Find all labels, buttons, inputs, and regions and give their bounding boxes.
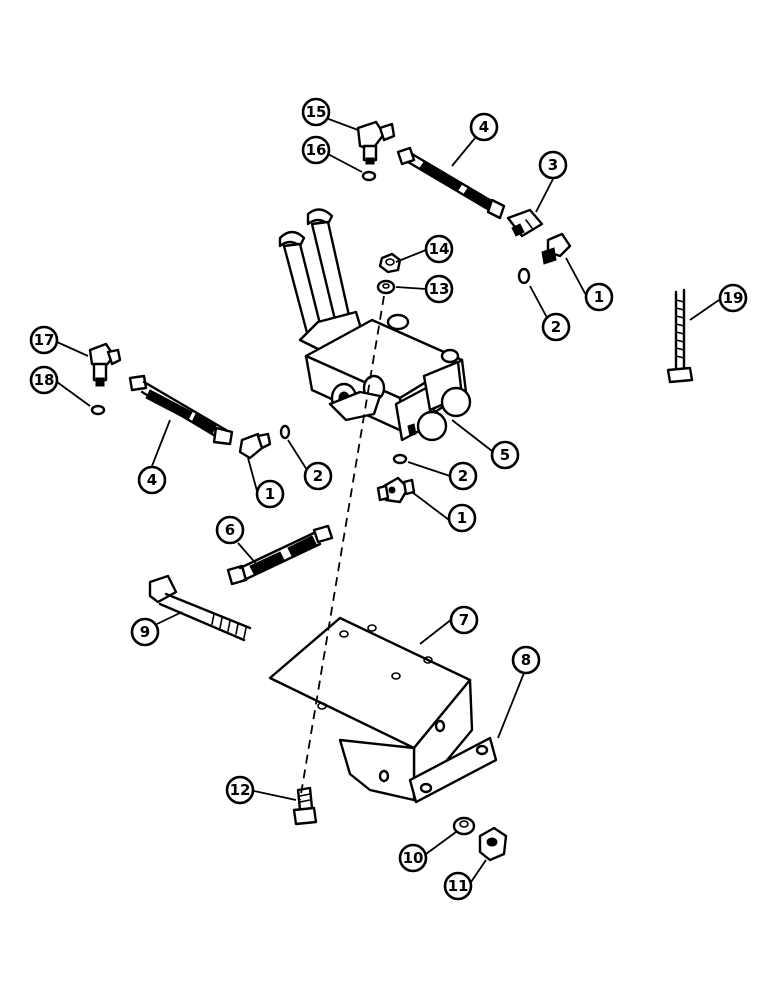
callout-5: 5 bbox=[490, 440, 520, 470]
callout-19: 19 bbox=[718, 283, 748, 313]
svg-text:14: 14 bbox=[429, 240, 450, 258]
callout-1: 1 bbox=[255, 479, 285, 509]
fitting-1-lower bbox=[376, 476, 416, 504]
svg-text:9: 9 bbox=[140, 623, 150, 641]
coupler-3 bbox=[506, 208, 544, 238]
svg-text:2: 2 bbox=[458, 467, 468, 485]
callout-6: 6 bbox=[215, 515, 245, 545]
cap-screw-12 bbox=[292, 786, 318, 826]
callout-2: 2 bbox=[541, 312, 571, 342]
svg-text:6: 6 bbox=[225, 521, 235, 539]
leader-lines bbox=[56, 117, 720, 883]
callout-12: 12 bbox=[225, 775, 255, 805]
callout-11: 11 bbox=[443, 871, 473, 901]
o-ring-18 bbox=[90, 404, 106, 416]
svg-text:5: 5 bbox=[500, 446, 510, 464]
callout-18: 18 bbox=[29, 365, 59, 395]
o-ring-2-middle bbox=[279, 424, 291, 440]
svg-text:7: 7 bbox=[459, 611, 469, 629]
callout-4: 4 bbox=[137, 465, 167, 495]
washer-13 bbox=[376, 279, 396, 295]
elbow-fitting-1-middle bbox=[238, 432, 272, 460]
callout-7: 7 bbox=[449, 605, 479, 635]
callout-1: 1 bbox=[447, 503, 477, 533]
svg-text:1: 1 bbox=[594, 288, 604, 306]
svg-text:1: 1 bbox=[457, 509, 467, 527]
elbow-fitting-15 bbox=[356, 120, 396, 165]
svg-text:1: 1 bbox=[265, 485, 275, 503]
svg-text:3: 3 bbox=[548, 156, 558, 174]
callout-17: 17 bbox=[29, 325, 59, 355]
o-ring-2-upper bbox=[517, 267, 531, 285]
nut-14 bbox=[378, 252, 402, 274]
callout-16: 16 bbox=[301, 135, 331, 165]
callout-10: 10 bbox=[398, 843, 428, 873]
svg-text:2: 2 bbox=[313, 467, 323, 485]
elbow-fitting-1-upper bbox=[541, 232, 572, 265]
svg-text:17: 17 bbox=[34, 331, 55, 349]
callout-14: 14 bbox=[424, 234, 454, 264]
callout-9: 9 bbox=[130, 617, 160, 647]
svg-text:4: 4 bbox=[147, 471, 157, 489]
svg-text:8: 8 bbox=[521, 651, 531, 669]
bolt-9 bbox=[148, 574, 252, 642]
callout-13: 13 bbox=[424, 274, 454, 304]
hose-4-upper bbox=[396, 146, 506, 220]
lock-washer-10 bbox=[452, 816, 476, 836]
svg-text:11: 11 bbox=[448, 877, 469, 895]
svg-text:15: 15 bbox=[306, 103, 327, 121]
svg-text:13: 13 bbox=[429, 280, 450, 298]
svg-text:4: 4 bbox=[479, 118, 489, 136]
o-ring-16 bbox=[361, 170, 377, 182]
callout-15: 15 bbox=[301, 97, 331, 127]
bolt-19 bbox=[666, 288, 694, 384]
control-valve-5 bbox=[278, 208, 472, 442]
o-ring-2-lower bbox=[392, 453, 408, 465]
svg-text:19: 19 bbox=[723, 289, 744, 307]
hose-6 bbox=[226, 524, 334, 586]
hose-4-lower bbox=[128, 374, 234, 446]
callout-8: 8 bbox=[511, 645, 541, 675]
callout-2: 2 bbox=[448, 461, 478, 491]
svg-text:16: 16 bbox=[306, 141, 327, 159]
svg-text:18: 18 bbox=[34, 371, 55, 389]
svg-text:12: 12 bbox=[230, 781, 251, 799]
nut-11 bbox=[478, 826, 508, 862]
svg-text:10: 10 bbox=[403, 849, 424, 867]
svg-text:2: 2 bbox=[551, 318, 561, 336]
plate-8 bbox=[408, 736, 498, 804]
callout-3: 3 bbox=[538, 150, 568, 180]
alignment-line bbox=[299, 295, 385, 801]
callout-1: 1 bbox=[584, 282, 614, 312]
callout-4: 4 bbox=[469, 112, 499, 142]
elbow-fitting-17 bbox=[88, 342, 122, 387]
callout-2: 2 bbox=[303, 461, 333, 491]
